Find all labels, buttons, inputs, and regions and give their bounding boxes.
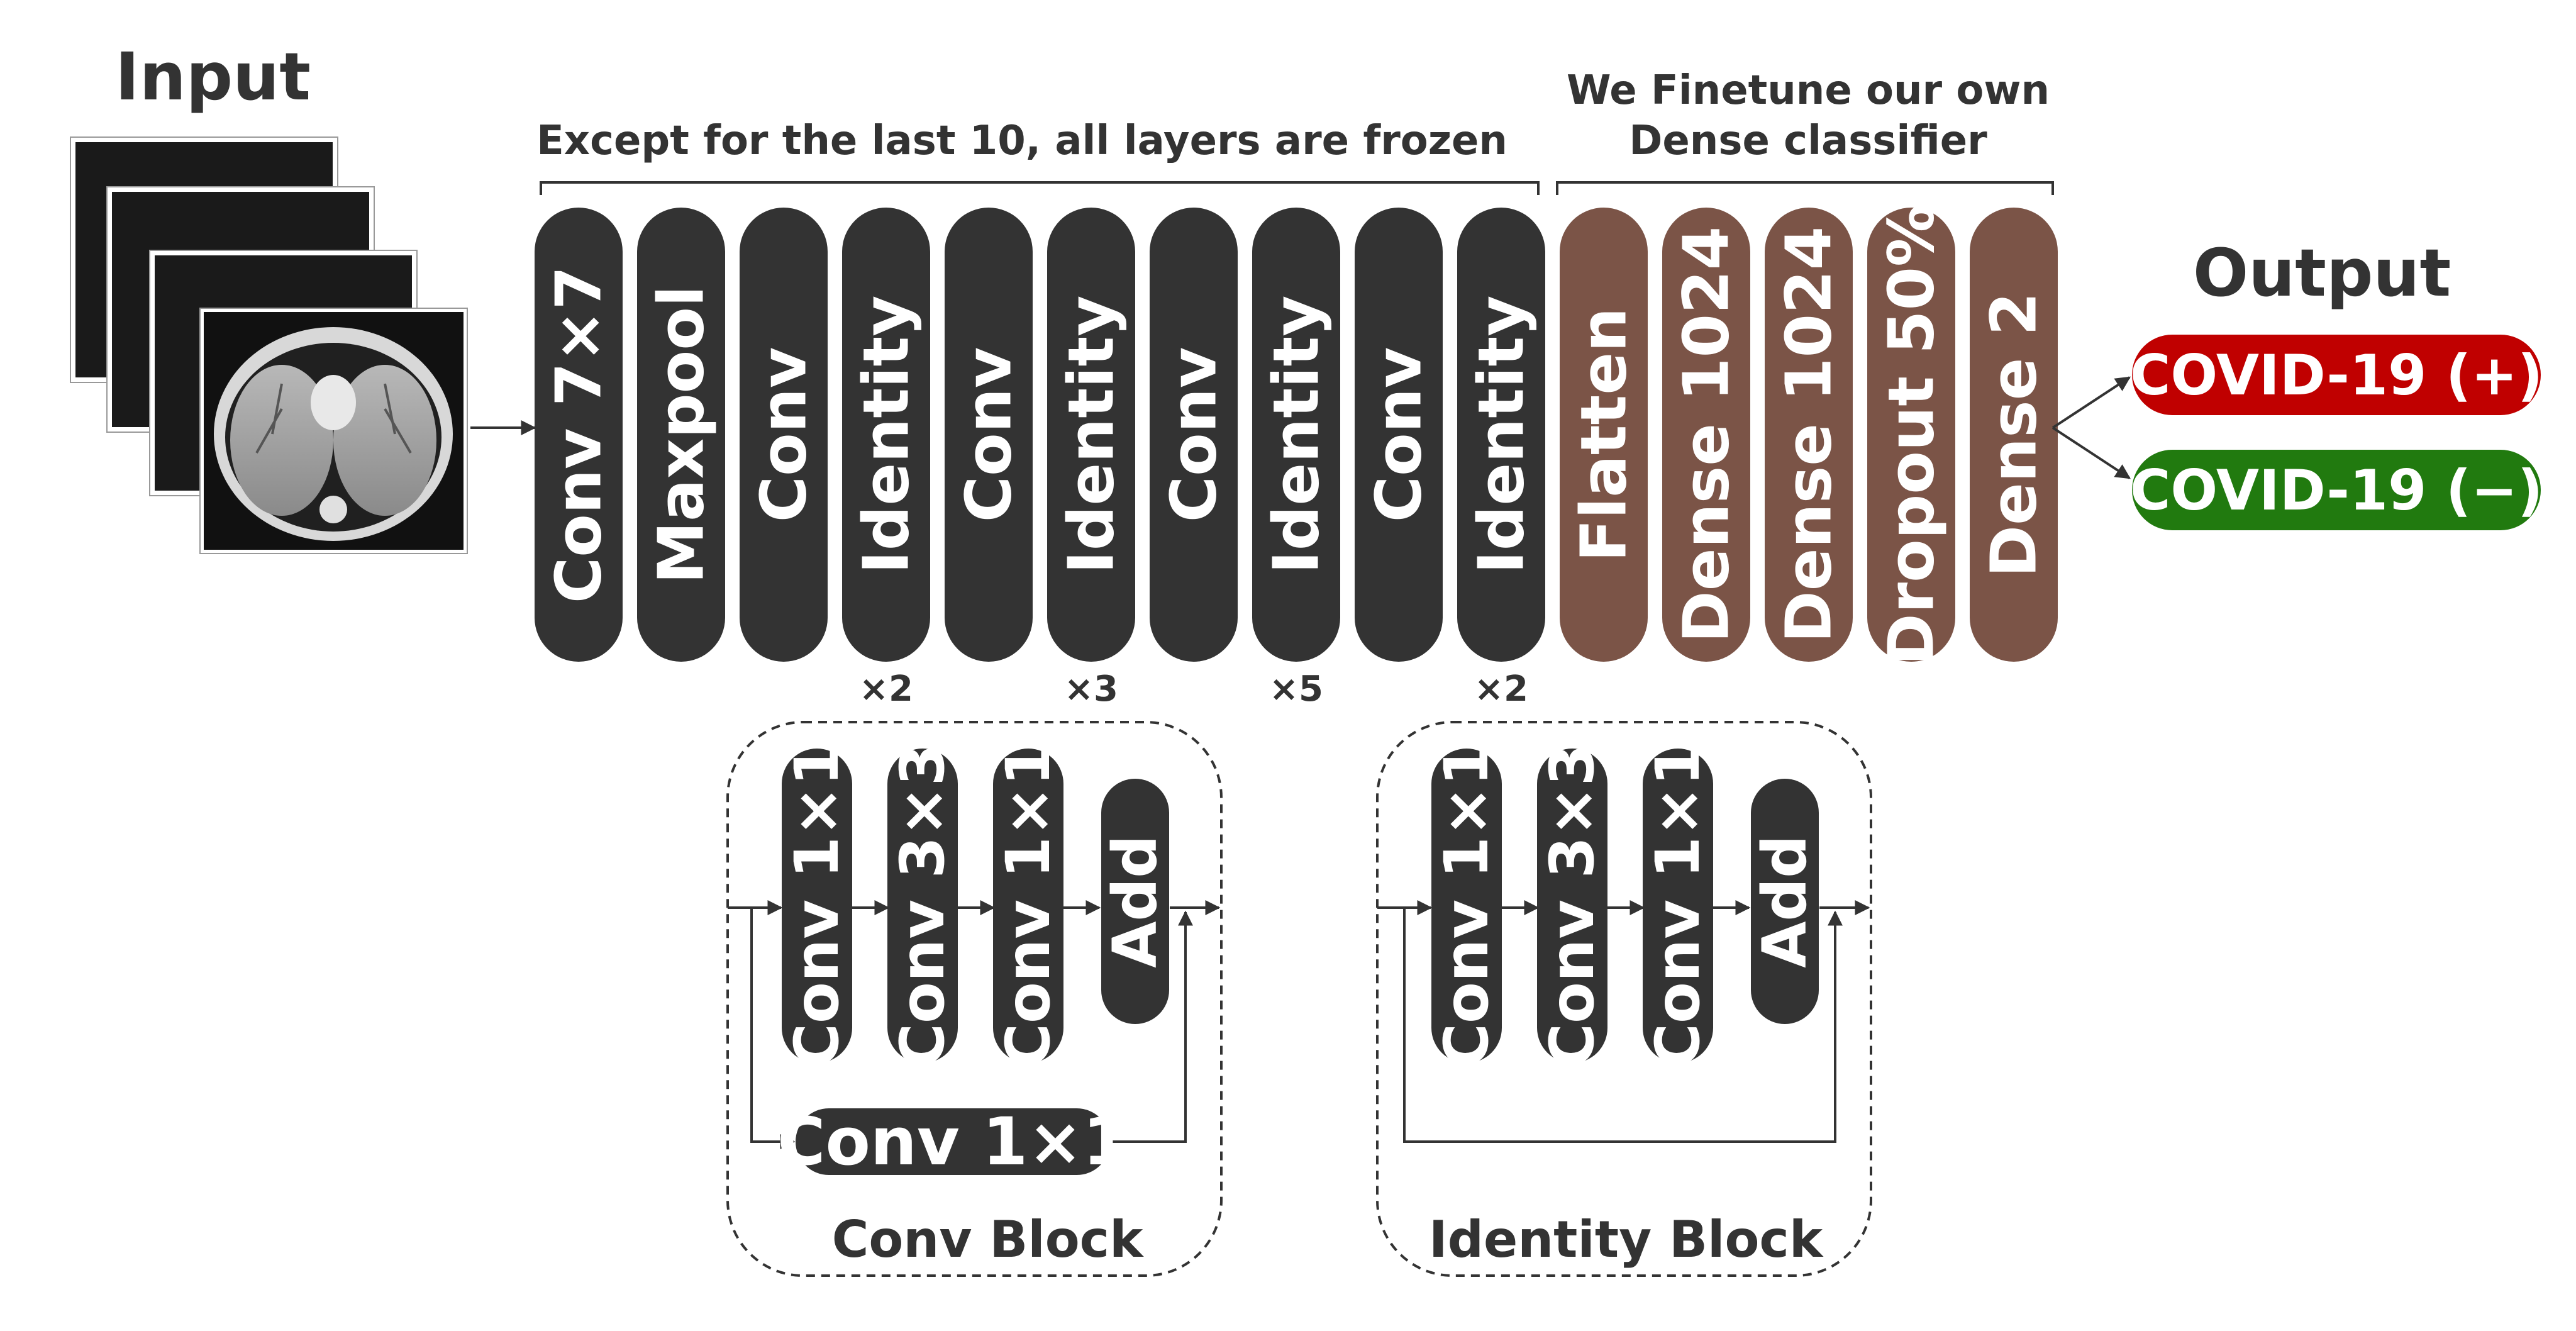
output-negative: COVID-19 (−) <box>2130 450 2543 530</box>
conv-block-shortcut-in <box>750 908 796 1149</box>
output-arrow-positive <box>2051 376 2131 429</box>
layer-conv-label: Conv <box>1157 347 1231 522</box>
frozen-caption: Except for the last 10, all layers are f… <box>536 118 1507 164</box>
repeat-count: ×5 <box>1269 669 1323 710</box>
layer-identity-label: Identity <box>1465 296 1538 574</box>
conv-block-shortcut-label: Conv 1×1 <box>777 1103 1128 1180</box>
identity-block-title: Identity Block <box>1429 1210 1824 1269</box>
layer-conv: Conv <box>1355 208 1443 662</box>
identity-block-conv-1x1-label: Conv 1×1 <box>1431 744 1502 1068</box>
layer-dense-1024: Dense 1024 <box>1662 208 1750 662</box>
identity-block-add-label: Add <box>1750 835 1820 968</box>
repeat-count: ×2 <box>859 669 913 710</box>
layer-dense-1024-label: Dense 1024 <box>1772 226 1846 643</box>
identity-block-skip <box>1403 908 1843 1143</box>
conv-block-shortcut-layer: Conv 1×1 <box>777 1103 1128 1180</box>
layer-conv-label: Conv <box>747 347 821 522</box>
layer-dropout-50pct: Dropout 50% <box>1867 204 1955 666</box>
identity-block-layers: Conv 1×1 Conv 3×3 Conv 1×1 Add <box>1431 744 1820 1068</box>
identity-block-conv-1x1: Conv 1×1 <box>1431 744 1502 1068</box>
layer-flatten-label: Flatten <box>1567 308 1641 562</box>
layer-dense-2-label: Dense 2 <box>1977 292 2051 577</box>
conv-block-conv-1x1-label: Conv 1×1 <box>782 744 852 1068</box>
repeat-count: ×3 <box>1064 669 1118 710</box>
layer-identity: Identity <box>1457 208 1545 662</box>
layer-identity-label: Identity <box>1260 296 1333 574</box>
layer-dense-2: Dense 2 <box>1970 208 2058 662</box>
layer-conv-7x7-label: Conv 7×7 <box>542 266 616 603</box>
layer-identity-label: Identity <box>850 296 923 574</box>
conv-block-conv-3x3-label: Conv 3×3 <box>887 744 958 1068</box>
conv-block-title: Conv Block <box>832 1210 1144 1269</box>
output-positive-label: COVID-19 (+) <box>2130 343 2543 408</box>
layer-identity: Identity <box>1252 208 1340 662</box>
finetune-bracket <box>1556 181 2054 195</box>
conv-block-frame <box>726 721 1223 1277</box>
identity-block-conv-3x3-label: Conv 3×3 <box>1537 744 1607 1068</box>
layer-dropout-50pct-label: Dropout 50% <box>1875 204 1948 666</box>
layer-identity-label: Identity <box>1055 296 1128 574</box>
conv-block-add-label: Add <box>1100 835 1170 968</box>
conv-block-conv-1x1: Conv 1×1 <box>782 744 852 1068</box>
conv-block-add: Add <box>1100 779 1170 1024</box>
identity-block-frame <box>1376 721 1872 1277</box>
finetune-caption-line1: We Finetune our own <box>1567 67 2050 114</box>
conv-block-layers: Conv 1×1 Conv 3×3 Conv 1×1 Add <box>782 744 1170 1068</box>
finetune-caption-line2: Dense classifier <box>1629 118 1987 164</box>
identity-block-conv-1x1-label: Conv 1×1 <box>1643 744 1713 1068</box>
layer-stack: Conv 7×7 Maxpool Conv Identity ×2 Conv Identit… <box>535 204 2058 710</box>
layer-conv: Conv <box>945 208 1033 662</box>
layer-conv: Conv <box>740 208 828 662</box>
identity-block-add: Add <box>1750 779 1820 1024</box>
layer-flatten: Flatten <box>1560 208 1648 662</box>
layer-conv-label: Conv <box>952 347 1026 522</box>
layer-identity: Identity <box>842 208 930 662</box>
layer-conv-label: Conv <box>1362 347 1436 522</box>
layer-dense-1024: Dense 1024 <box>1765 208 1853 662</box>
conv-block-conv-1x1-label: Conv 1×1 <box>993 744 1063 1068</box>
conv-block-conv-1x1: Conv 1×1 <box>993 744 1063 1068</box>
conv-block-shortcut-out <box>1109 910 1193 1143</box>
layer-dense-1024-label: Dense 1024 <box>1670 226 1743 643</box>
layer-identity: Identity <box>1047 208 1135 662</box>
layer-maxpool: Maxpool <box>637 208 725 662</box>
ct-slice-front <box>199 308 468 554</box>
ct-scan-stack <box>70 136 468 554</box>
output-title: Output <box>2193 235 2451 311</box>
repeat-count: ×2 <box>1474 669 1528 710</box>
identity-block: Conv 1×1 Conv 3×3 Conv 1×1 Add Identity Blo… <box>1376 721 1872 1277</box>
layer-maxpool-label: Maxpool <box>645 286 718 584</box>
output-positive: COVID-19 (+) <box>2130 335 2543 415</box>
conv-block-conv-3x3: Conv 3×3 <box>887 744 958 1068</box>
frozen-bracket <box>540 181 1540 195</box>
output-negative-label: COVID-19 (−) <box>2130 458 2543 523</box>
identity-block-conv-1x1: Conv 1×1 <box>1643 744 1713 1068</box>
input-title: Input <box>115 38 311 115</box>
layer-conv-7x7: Conv 7×7 <box>535 208 623 662</box>
layer-conv: Conv <box>1150 208 1238 662</box>
identity-block-conv-3x3: Conv 3×3 <box>1537 744 1607 1068</box>
output-arrow-negative <box>2051 426 2131 479</box>
